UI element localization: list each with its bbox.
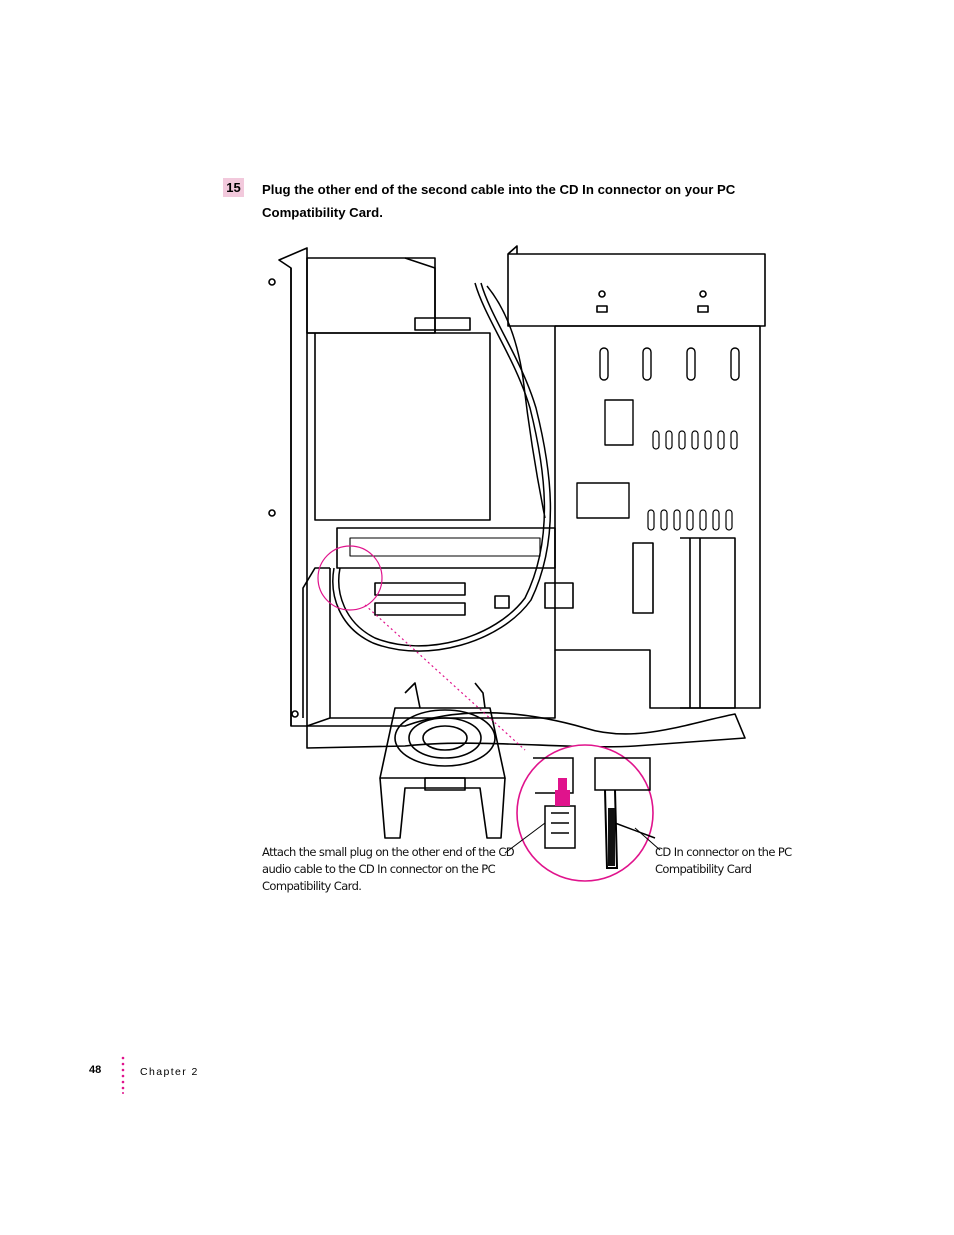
callout-attach-plug: Attach the small plug on the other end o… [262, 845, 515, 893]
callout-cd-in-connector: CD In connector on the PC Compatibility … [655, 845, 792, 876]
page-number: 48 [89, 1064, 102, 1076]
chapter-label: Chapter 2 [140, 1066, 199, 1078]
fan-assembly [379, 682, 506, 839]
step-instruction: Plug the other end of the second cable i… [262, 182, 736, 220]
chassis-frame [278, 247, 308, 727]
chassis-base [306, 711, 746, 749]
connector-detail-callout [317, 545, 661, 882]
dotted-rule [121, 1056, 125, 1094]
computer-interior-illustration [255, 238, 785, 898]
cd-audio-cable [332, 282, 552, 652]
pc-compatibility-card [336, 527, 556, 569]
logic-board [554, 325, 761, 709]
cd-rom-drive [507, 253, 766, 327]
step-number: 15 [223, 178, 244, 197]
